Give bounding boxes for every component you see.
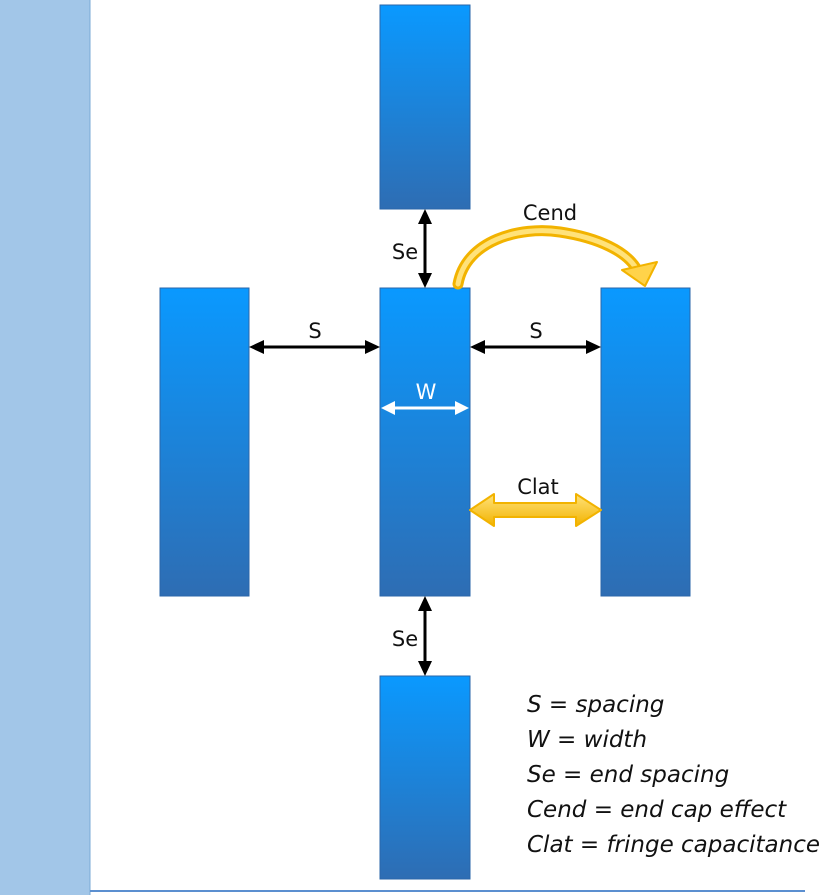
lateral-capacitance-label: Clat (517, 475, 559, 499)
legend: S = spacing W = width Se = end spacing C… (527, 688, 820, 863)
wire-bottom (379, 675, 471, 880)
sidebar-band (0, 0, 90, 895)
end-spacing-bottom-arrow (418, 596, 432, 676)
legend-item-fringe-capacitance: Clat = fringe capacitance (527, 832, 820, 858)
end-spacing-bottom-label: Se (392, 627, 418, 651)
legend-item-end-spacing: Se = end spacing (527, 762, 730, 788)
end-cap-arrow (452, 225, 658, 290)
legend-item-width: W = width (527, 727, 648, 753)
legend-item-end-cap: Cend = end cap effect (527, 797, 787, 823)
wire-left (159, 287, 250, 597)
end-spacing-top-arrow (418, 209, 432, 288)
spacing-right-arrow (470, 340, 601, 354)
width-label: W (416, 380, 437, 404)
end-spacing-top-label: Se (392, 240, 418, 264)
spacing-left-label: S (308, 319, 321, 343)
spacing-left-arrow (249, 340, 380, 354)
wire-top (379, 4, 471, 210)
end-cap-label: Cend (523, 201, 577, 225)
spacing-right-label: S (529, 319, 542, 343)
lateral-capacitance-arrow (469, 493, 602, 527)
wire-right (600, 287, 691, 597)
legend-item-spacing: S = spacing (527, 692, 665, 718)
width-arrow (381, 401, 469, 415)
wire-center (379, 287, 471, 597)
